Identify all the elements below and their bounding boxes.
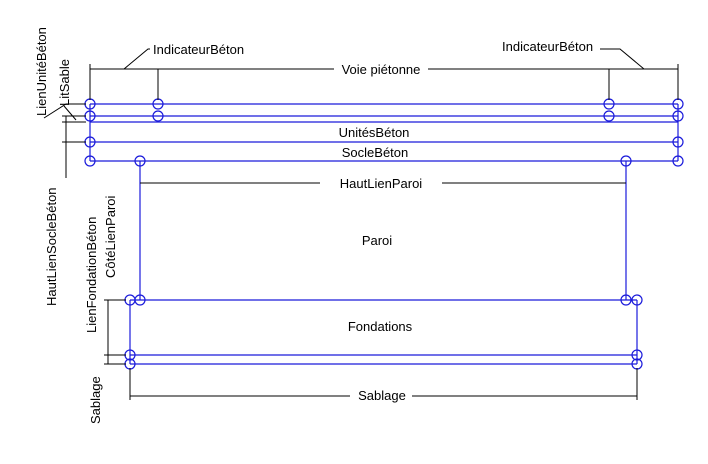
node-marker (620, 155, 632, 167)
node-marker (84, 155, 96, 167)
top-link-concrete-base-label: HautLienSocleBéton (44, 187, 59, 306)
indicator-right-leader (600, 48, 645, 70)
wall-side-link-label: CôtéLienParoi (103, 196, 118, 278)
sanding-vertical-label: Sablage (88, 376, 103, 424)
node-marker (672, 110, 684, 122)
wall-top-link-label-bg (320, 175, 442, 191)
concrete-base-label: SocleBéton (342, 145, 409, 160)
walkway-label: Voie piétonne (342, 62, 421, 77)
wall-label: Paroi (362, 233, 392, 248)
sanding-label: Sablage (358, 388, 406, 403)
node-marker (631, 294, 643, 306)
node-marker (134, 294, 146, 306)
dimension-layer (43, 48, 679, 400)
sand-bed-leader (63, 105, 77, 121)
indicator-left-leader (123, 48, 150, 70)
indicator-right-label: IndicateurBéton (502, 39, 593, 54)
node-marker (152, 110, 164, 122)
node-marker (631, 349, 643, 361)
link-concrete-unit-leader (43, 103, 86, 119)
node-marker (603, 110, 615, 122)
node-marker (672, 136, 684, 148)
labels-layer: IndicateurBéton IndicateurBéton Voie pié… (34, 27, 593, 424)
node-marker (672, 155, 684, 167)
walkway-label-bg (334, 61, 428, 77)
concrete-units-label: UnitésBéton (339, 125, 410, 140)
indicator-left-label: IndicateurBéton (153, 42, 244, 57)
link-concrete-foundation-label: LienFondationBéton (84, 217, 99, 333)
node-marker (134, 155, 146, 167)
sand-bed-label: LitSable (57, 59, 72, 106)
wall-top-link-label: HautLienParoi (340, 176, 422, 191)
link-concrete-unit-label: LienUnitéBéton (34, 27, 49, 116)
sanding-label-bg (350, 388, 412, 404)
node-marker (620, 294, 632, 306)
concrete-base-label-bg (336, 145, 418, 159)
foundations-label: Fondations (348, 319, 413, 334)
